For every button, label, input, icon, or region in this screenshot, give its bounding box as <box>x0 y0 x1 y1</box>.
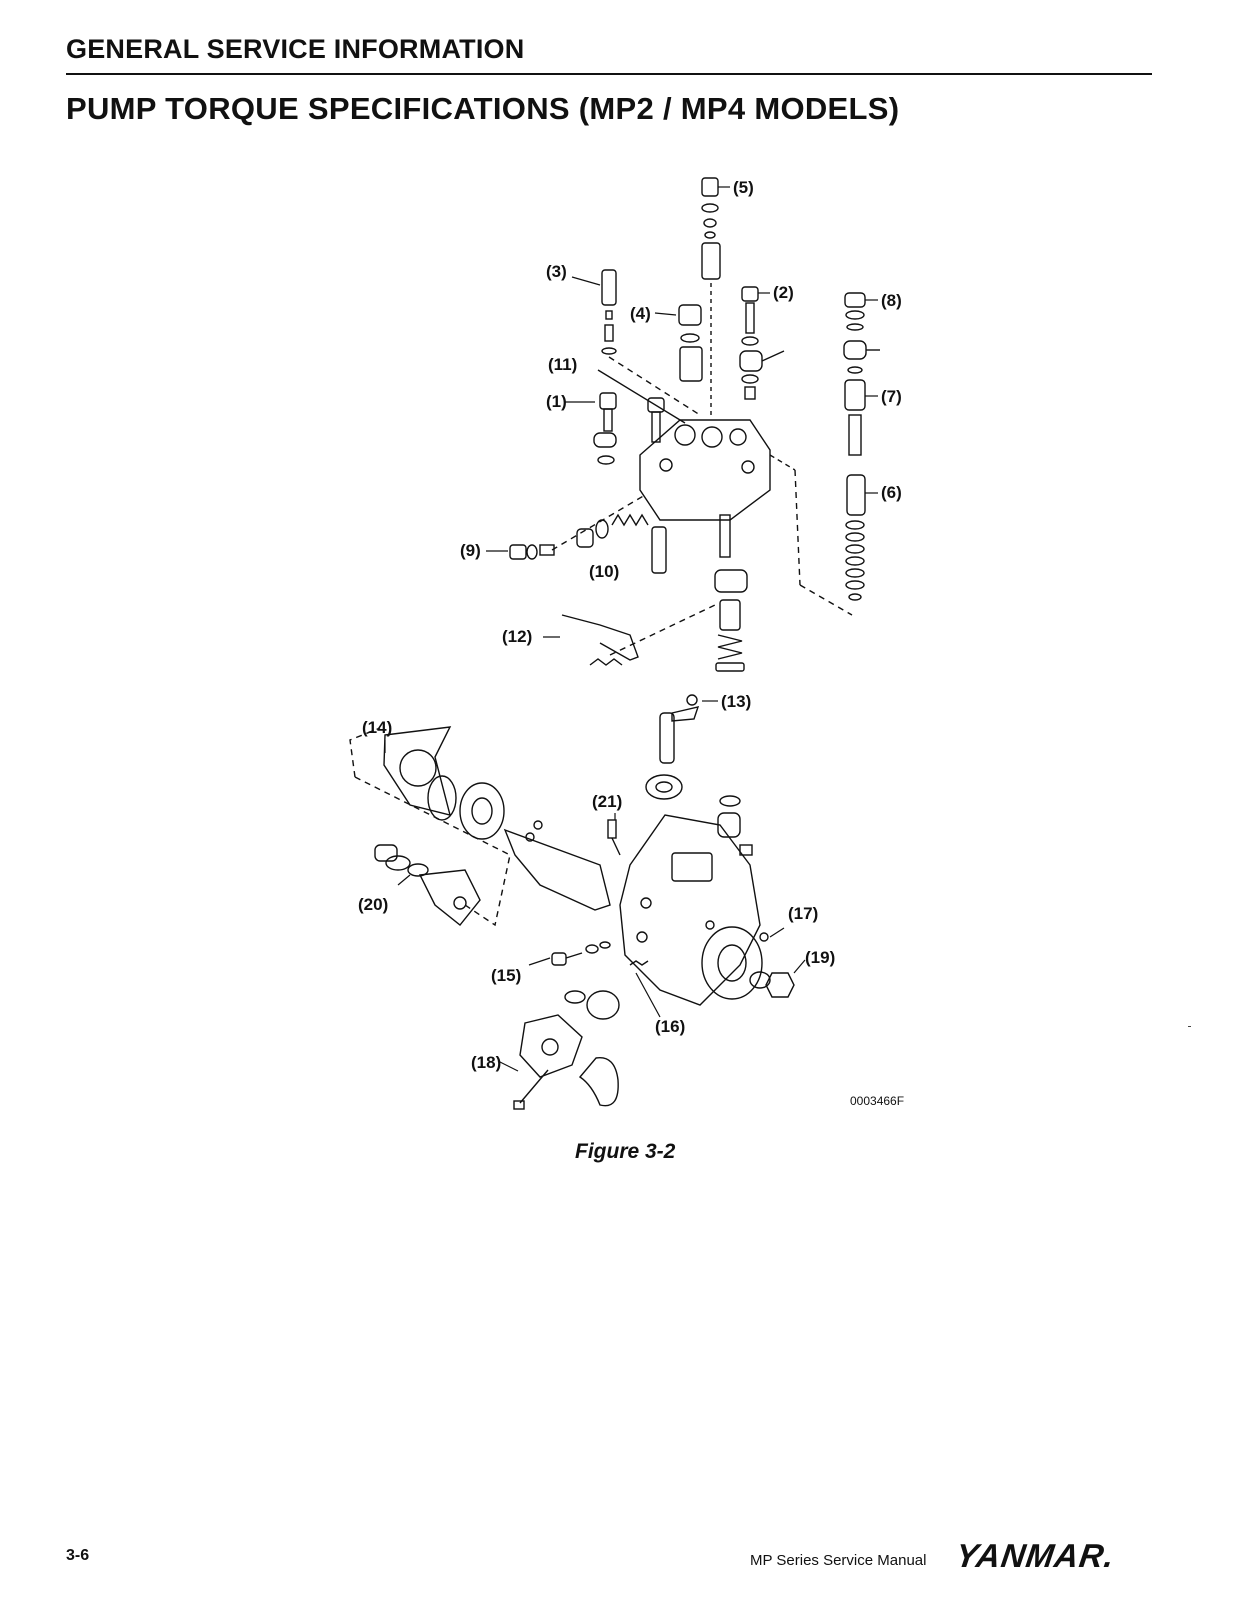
part-8-cap <box>844 292 866 308</box>
callout-12: (12) <box>502 627 532 646</box>
callout-10: (10) <box>589 562 619 581</box>
callout-3: (3) <box>546 262 567 281</box>
callout-14: (14) <box>362 718 392 737</box>
callout-13: (13) <box>721 692 751 711</box>
callout-18: (18) <box>471 1053 501 1072</box>
part-12-lever <box>561 614 639 661</box>
part-10-plug <box>576 528 594 548</box>
callout-1: (1) <box>546 392 567 411</box>
callout-7: (7) <box>881 387 902 406</box>
manual-name: MP Series Service Manual <box>750 1552 927 1569</box>
governor-sleeve <box>714 569 748 593</box>
callout-21: (21) <box>592 792 622 811</box>
part-1-bolt <box>599 392 617 410</box>
pump-housing <box>619 814 761 1006</box>
callout-20: (20) <box>358 895 388 914</box>
part-17-ball <box>759 932 769 942</box>
part-4-cap <box>678 304 702 326</box>
part-16-oring <box>586 990 620 1020</box>
part-6-element <box>846 474 866 516</box>
part-9-plug <box>509 544 527 560</box>
callout-11: (11) <box>548 355 577 374</box>
part-5-washer <box>701 203 719 213</box>
callout-9: (9) <box>460 541 481 560</box>
callout-4: (4) <box>630 304 651 323</box>
part-19-nut <box>765 972 795 998</box>
callout-15: (15) <box>491 966 521 985</box>
part-7-valve <box>844 379 866 411</box>
callout-5: (5) <box>733 178 754 197</box>
part-3-bolt <box>601 269 617 306</box>
part-bearing-ring <box>427 775 457 821</box>
housing-port <box>701 926 763 1000</box>
pump-parts-drawing: (1) (2) (3) (4) (5) (6) (7) (8) (9) (10)… <box>349 177 904 1110</box>
exploded-pump-diagram: (1) (2) (3) (4) (5) (6) (7) (8) (9) (10)… <box>300 165 960 1125</box>
margin-mark <box>1188 1026 1191 1027</box>
page-title: PUMP TORQUE SPECIFICATIONS (MP2 / MP4 MO… <box>66 91 900 126</box>
callout-2: (2) <box>773 283 794 302</box>
page-number: 3-6 <box>66 1547 90 1564</box>
part-2-bolt <box>741 286 759 302</box>
section-title: GENERAL SERVICE INFORMATION <box>66 34 525 64</box>
part-5-body <box>701 242 721 280</box>
part-14-plate <box>383 726 452 816</box>
part-20-flange <box>418 869 481 926</box>
drive-gear <box>645 774 683 800</box>
timer-gear-assembly <box>519 1014 583 1078</box>
callout-19: (19) <box>805 948 835 967</box>
callout-6: (6) <box>881 483 902 502</box>
drawing-code: 0003466F <box>850 1094 904 1108</box>
main-bearing <box>459 782 505 840</box>
drive-shaft <box>503 828 611 911</box>
part-5-cap <box>701 177 719 197</box>
header-rule <box>66 73 1152 75</box>
callout-17: (17) <box>788 904 818 923</box>
yanmar-logo: YANMAR. <box>953 1537 1118 1574</box>
callout-16: (16) <box>655 1017 685 1036</box>
part-15-screw <box>551 952 567 966</box>
pump-head-block <box>639 419 771 521</box>
part-13-screw <box>686 694 698 706</box>
callout-8: (8) <box>881 291 902 310</box>
part-4-body <box>679 346 703 382</box>
figure-caption: Figure 3-2 <box>575 1140 676 1163</box>
gasket <box>578 1056 619 1107</box>
